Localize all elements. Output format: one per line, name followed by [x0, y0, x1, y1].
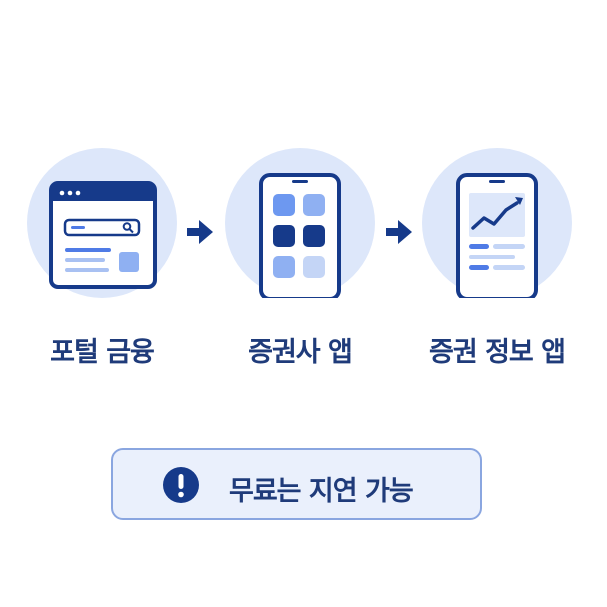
- exclamation-icon: [162, 466, 200, 504]
- step-brokerage-app: 증권사 앱: [225, 148, 375, 368]
- arrow-right-icon: [384, 218, 414, 246]
- step-label: 증권 정보 앱: [429, 337, 566, 368]
- step-stock-info-app: 증권 정보 앱: [422, 148, 572, 368]
- notice-text: 무료는 지연 가능: [229, 476, 414, 507]
- step-label: 증권사 앱: [248, 337, 353, 368]
- phone-app-grid-icon: [259, 173, 341, 298]
- arrow-right-icon: [185, 218, 215, 246]
- browser-window-icon: [49, 181, 157, 289]
- step-circle: [422, 148, 572, 298]
- step-portal-finance: 포털 금융: [27, 148, 177, 368]
- step-circle: [225, 148, 375, 298]
- step-label: 포털 금융: [50, 337, 155, 368]
- phone-chart-icon: [456, 173, 538, 298]
- step-circle: [27, 148, 177, 298]
- notice-box: 무료는 지연 가능: [111, 448, 482, 520]
